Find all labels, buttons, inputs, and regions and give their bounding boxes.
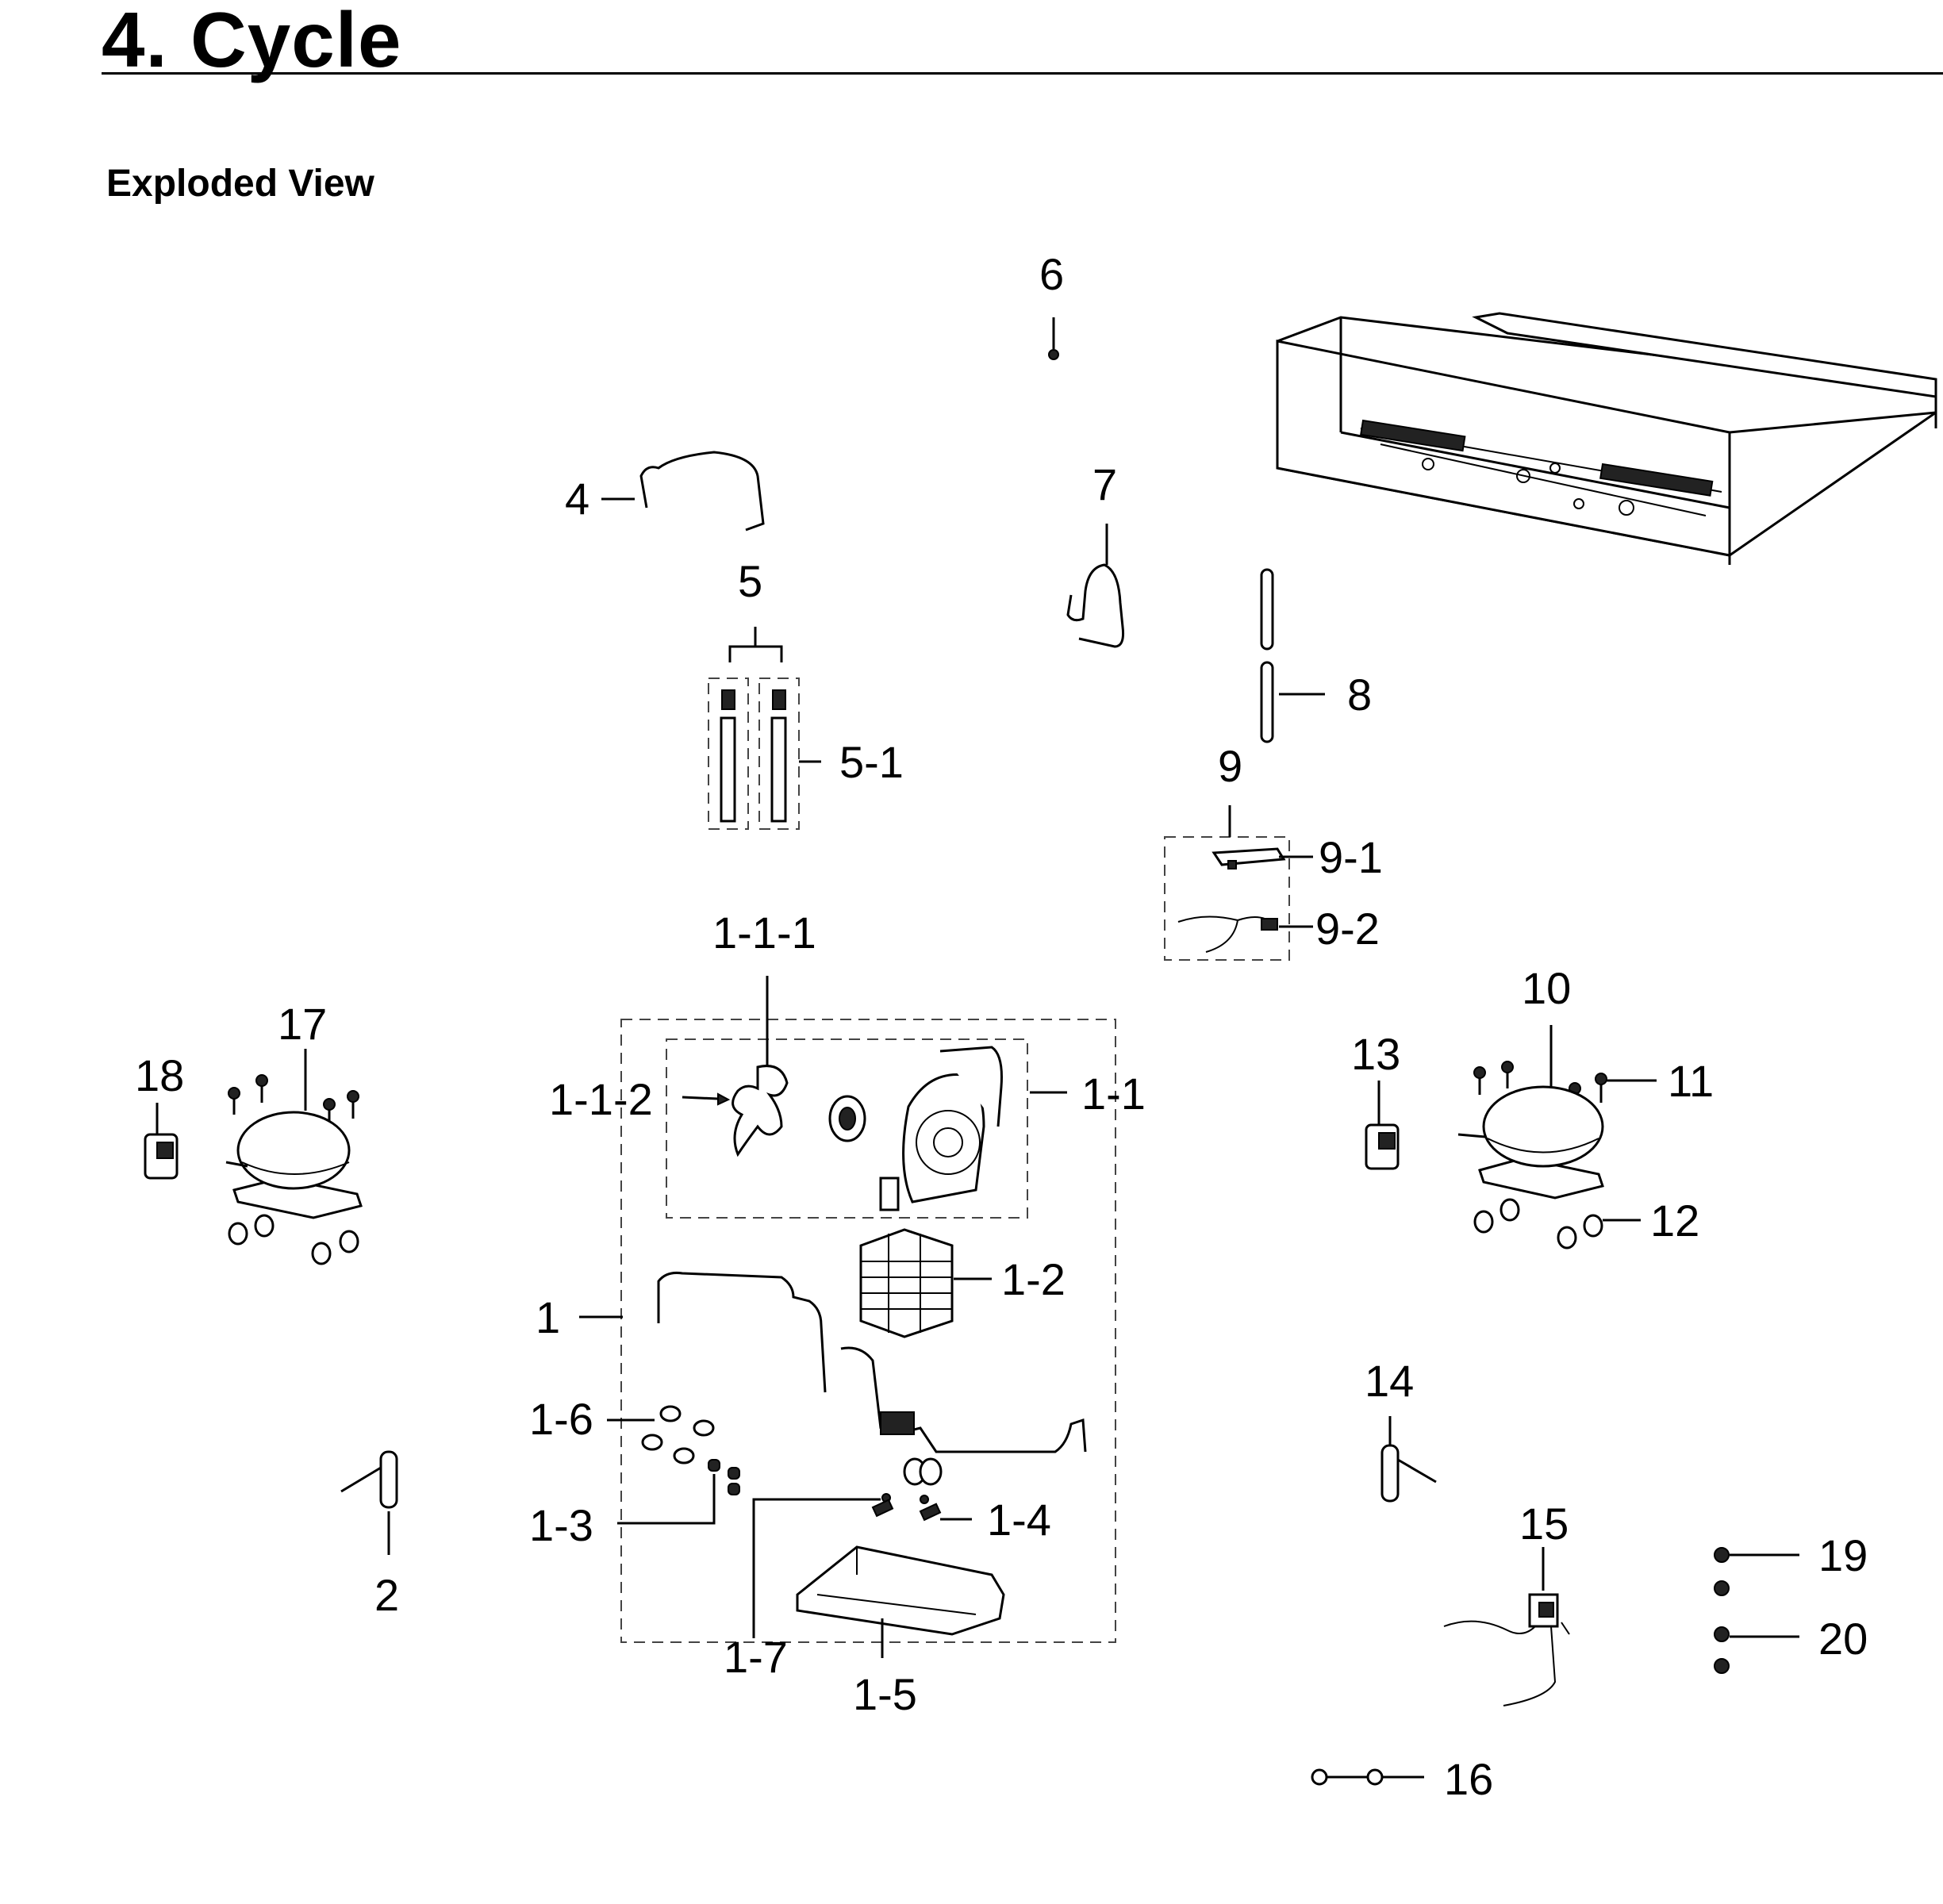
callout-18: 18 — [135, 1050, 184, 1100]
callout-1-2: 1-2 — [1001, 1254, 1066, 1304]
callout-1-1-2: 1-1-2 — [549, 1074, 653, 1124]
title-rule — [102, 72, 1943, 75]
machine-compartment-frame — [1276, 312, 1937, 565]
callout-1-1-1: 1-1-1 — [712, 908, 816, 958]
callout-1: 1 — [536, 1292, 560, 1342]
callout-14: 14 — [1365, 1356, 1414, 1406]
callout-19: 19 — [1818, 1530, 1868, 1580]
part-5-drier-set — [708, 627, 821, 830]
callout-5-1: 5-1 — [839, 737, 904, 787]
part-17-compressor — [225, 1049, 363, 1265]
part-8-tube-b — [1260, 661, 1274, 743]
part-13-relay — [1365, 1081, 1400, 1170]
callout-1-5: 1-5 — [853, 1669, 917, 1719]
callout-2: 2 — [374, 1570, 399, 1620]
callout-1-7: 1-7 — [724, 1632, 788, 1682]
part-18-relay — [144, 1103, 179, 1180]
part-6-screw — [1048, 349, 1059, 360]
part-15-valve — [1443, 1547, 1570, 1706]
callout-1-6: 1-6 — [529, 1394, 593, 1444]
part-10-compressor — [1457, 1025, 1657, 1250]
part-9-sensor-set — [1164, 805, 1313, 961]
callout-5: 5 — [738, 556, 762, 606]
callout-9: 9 — [1218, 741, 1242, 791]
callout-1-1: 1-1 — [1081, 1069, 1146, 1119]
callout-10: 10 — [1522, 963, 1571, 1013]
callout-12: 12 — [1650, 1196, 1699, 1246]
part-14-tube — [1380, 1416, 1437, 1503]
part-2-tube — [340, 1450, 398, 1555]
callout-8: 8 — [1347, 670, 1372, 720]
callout-7: 7 — [1092, 459, 1117, 509]
part-16-nuts — [1311, 1768, 1424, 1786]
callout-1-3: 1-3 — [529, 1500, 593, 1550]
part-1-assembly — [579, 976, 1116, 1658]
callout-17: 17 — [278, 999, 327, 1049]
section-heading: Exploded View — [106, 163, 374, 205]
callout-11: 11 — [1668, 1056, 1714, 1106]
callout-15: 15 — [1519, 1499, 1569, 1549]
callout-16: 16 — [1444, 1754, 1493, 1804]
callout-20: 20 — [1818, 1614, 1868, 1664]
page-title: 4. Cycle — [102, 0, 402, 83]
part-8-tube-a — [1260, 568, 1274, 651]
callout-9-2: 9-2 — [1315, 904, 1380, 954]
part-20-washers — [1714, 1626, 1799, 1674]
part-19-washers — [1714, 1547, 1799, 1596]
callout-4: 4 — [565, 474, 589, 524]
callout-13: 13 — [1351, 1029, 1400, 1079]
part-4-pipe — [639, 451, 765, 532]
callout-6: 6 — [1039, 249, 1064, 299]
part-7-pipe — [1066, 563, 1124, 648]
callout-1-4: 1-4 — [987, 1495, 1051, 1545]
callout-9-1: 9-1 — [1319, 832, 1383, 882]
